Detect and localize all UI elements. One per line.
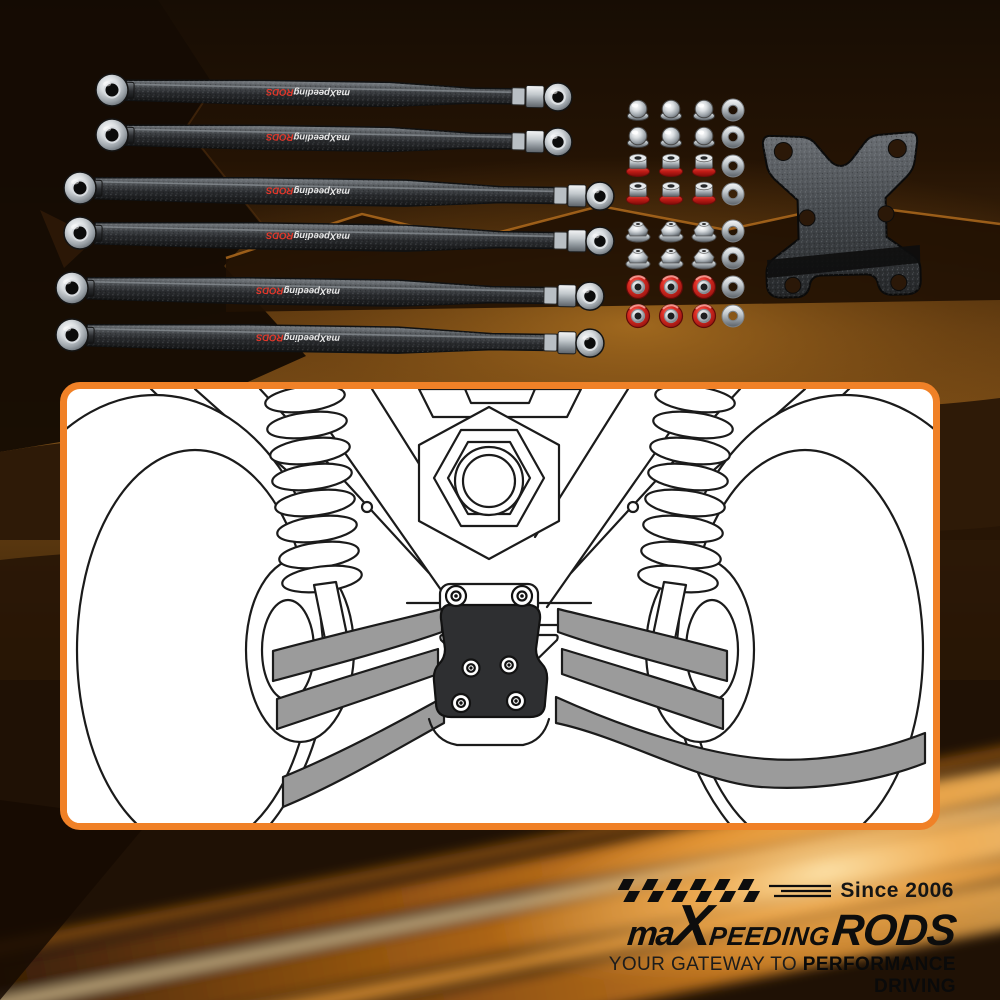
rod-brand-label: maXpeedingRODS (265, 86, 350, 98)
radius-rod-6: maXpeedingRODS (54, 317, 606, 359)
speed-streaks (0, 736, 1000, 1000)
radius-rod-4: maXpeedingRODS (62, 215, 616, 257)
radius-rod-1: maXpeedingRODS (94, 72, 574, 113)
rod-brand-red: RODS (265, 86, 293, 97)
mounting-plate (761, 131, 922, 299)
hardware-grid (625, 98, 745, 329)
radius-rods-highlight (271, 607, 927, 809)
since-label: Since 2006 (840, 878, 954, 902)
radius-rod-3: maXpeedingRODS (62, 170, 616, 212)
tagline-emphasis: PERFORMANCE DRIVING (802, 954, 956, 997)
rod-end-icon (94, 72, 136, 108)
right-tire (644, 393, 933, 823)
rod-brand-label: maXpeedingRODS (255, 284, 340, 296)
rod-brand-white: maXpeeding (293, 86, 350, 98)
checkered-flag-icon (618, 878, 761, 902)
suspension-line-drawing (67, 389, 933, 823)
radius-rod-5: maXpeedingRODS (54, 270, 606, 312)
brand-rods: RODS (829, 905, 959, 955)
red-washer (625, 274, 651, 300)
logo-top-row: Since 2006 (526, 878, 954, 904)
radius-rod-2: maXpeedingRODS (94, 117, 574, 158)
cap-nut (627, 99, 649, 121)
rod-brand-label: maXpeedingRODS (265, 131, 350, 143)
chassis-top (417, 389, 583, 419)
brand-tagline: YOUR GATEWAY TO PERFORMANCE DRIVING (526, 954, 956, 998)
rod-brand-label: maXpeedingRODS (265, 229, 350, 241)
corner-shadow (0, 800, 150, 1000)
left-shock (264, 389, 374, 641)
flange-lock-nut (625, 221, 651, 243)
installation-illustration-panel (60, 382, 940, 830)
installed-plate (432, 603, 549, 719)
plate-bolts (444, 584, 534, 714)
diff-housing (417, 405, 561, 561)
brand-x: X (670, 892, 713, 958)
rod-brand-label: maXpeedingRODS (265, 184, 350, 196)
flat-washer (721, 98, 745, 122)
red-base-nut (626, 153, 650, 177)
rod-end-icon (510, 81, 574, 113)
brand-ma: ma (625, 914, 675, 953)
tagline-prefix: YOUR GATEWAY TO (608, 954, 798, 975)
speed-lines-icon (769, 884, 832, 897)
skid-outline (427, 717, 551, 747)
brand-peeding: PEEDING (707, 920, 832, 951)
right-shock (626, 389, 736, 641)
rod-brand-label: maXpeedingRODS (255, 331, 340, 343)
